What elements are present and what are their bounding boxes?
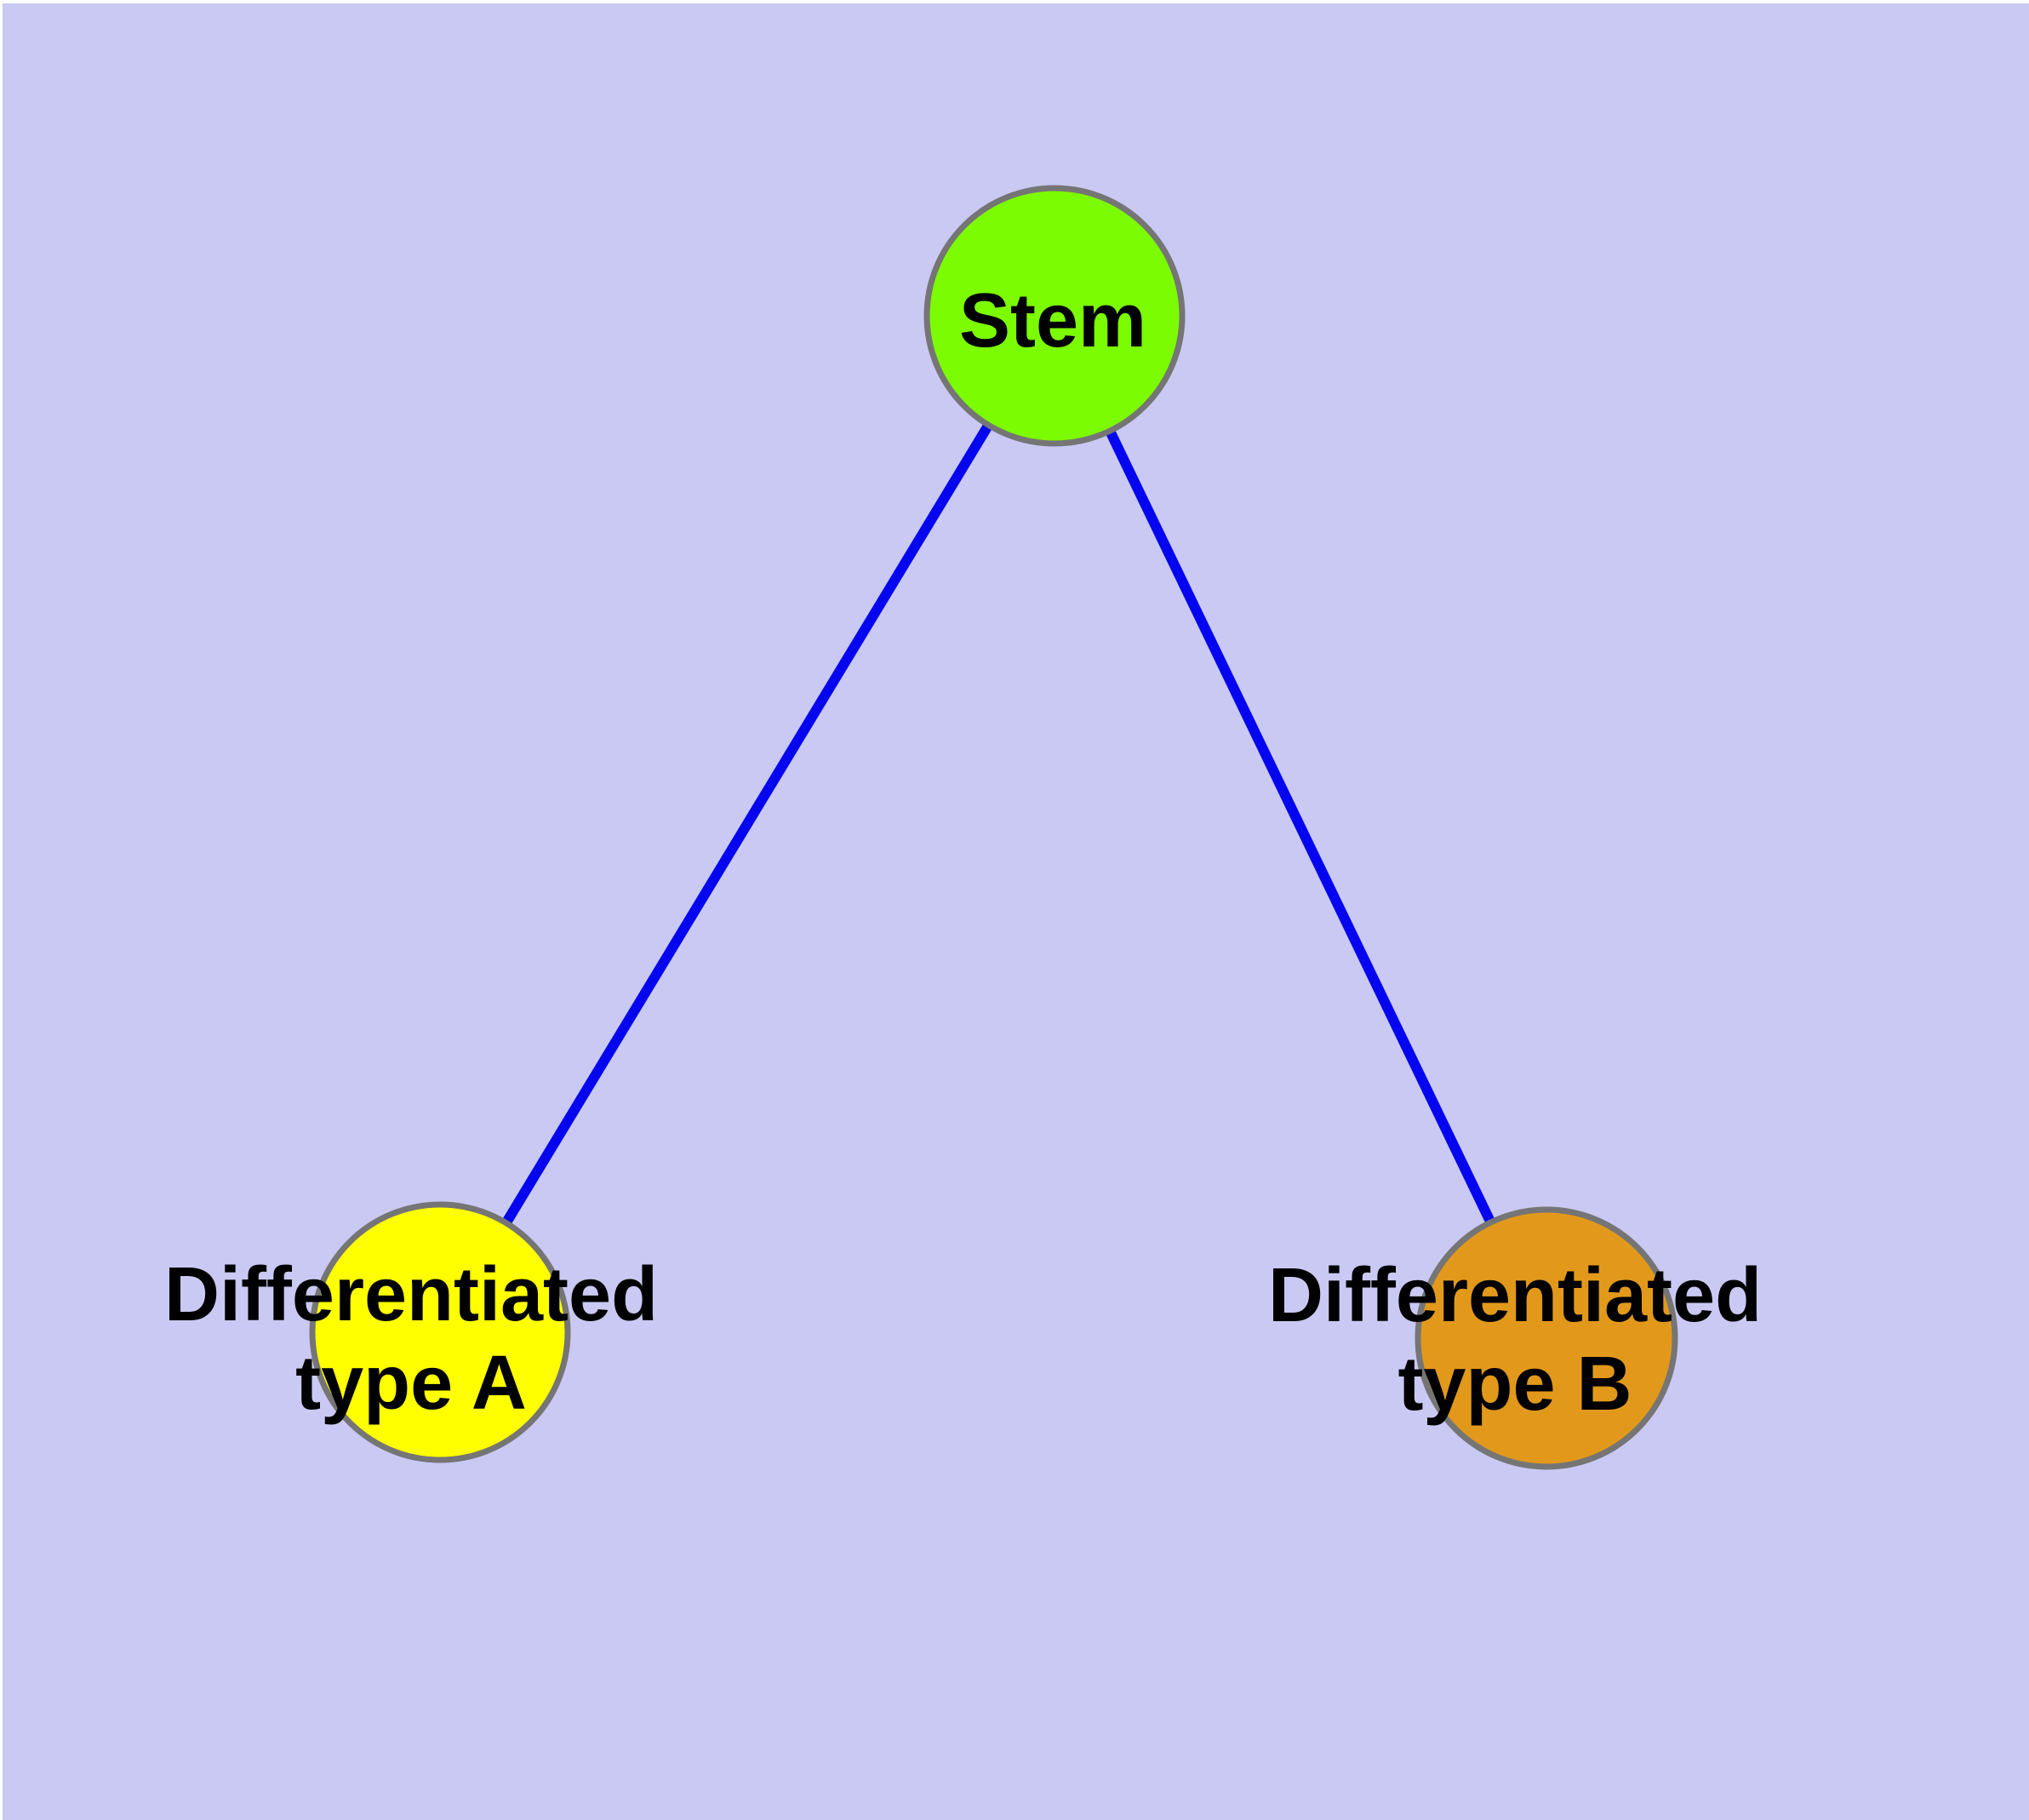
node-label-line-2: type B — [1397, 1342, 1632, 1427]
top-margin-strip — [0, 0, 2029, 3]
node-stem-label: Stem — [959, 277, 1146, 365]
node-label-line-2: type A — [295, 1341, 527, 1426]
node-stem — [923, 185, 1186, 447]
edge-stem-to-type-a — [435, 311, 1060, 1337]
node-label-line-1: Differentiated — [1267, 1253, 1763, 1338]
node-stem-label-text: Stem — [958, 278, 1147, 363]
edge-stem-to-type-b — [1049, 311, 1552, 1343]
node-differentiated-type-b-label: Differentiated type B — [1268, 1251, 1762, 1428]
left-margin-strip — [0, 0, 3, 1820]
node-label-line-1: Differentiated — [163, 1252, 659, 1337]
node-differentiated-type-a-label: Differentiated type A — [164, 1251, 658, 1428]
node-differentiated-type-a — [309, 1201, 571, 1463]
node-differentiated-type-b — [1415, 1206, 1678, 1470]
